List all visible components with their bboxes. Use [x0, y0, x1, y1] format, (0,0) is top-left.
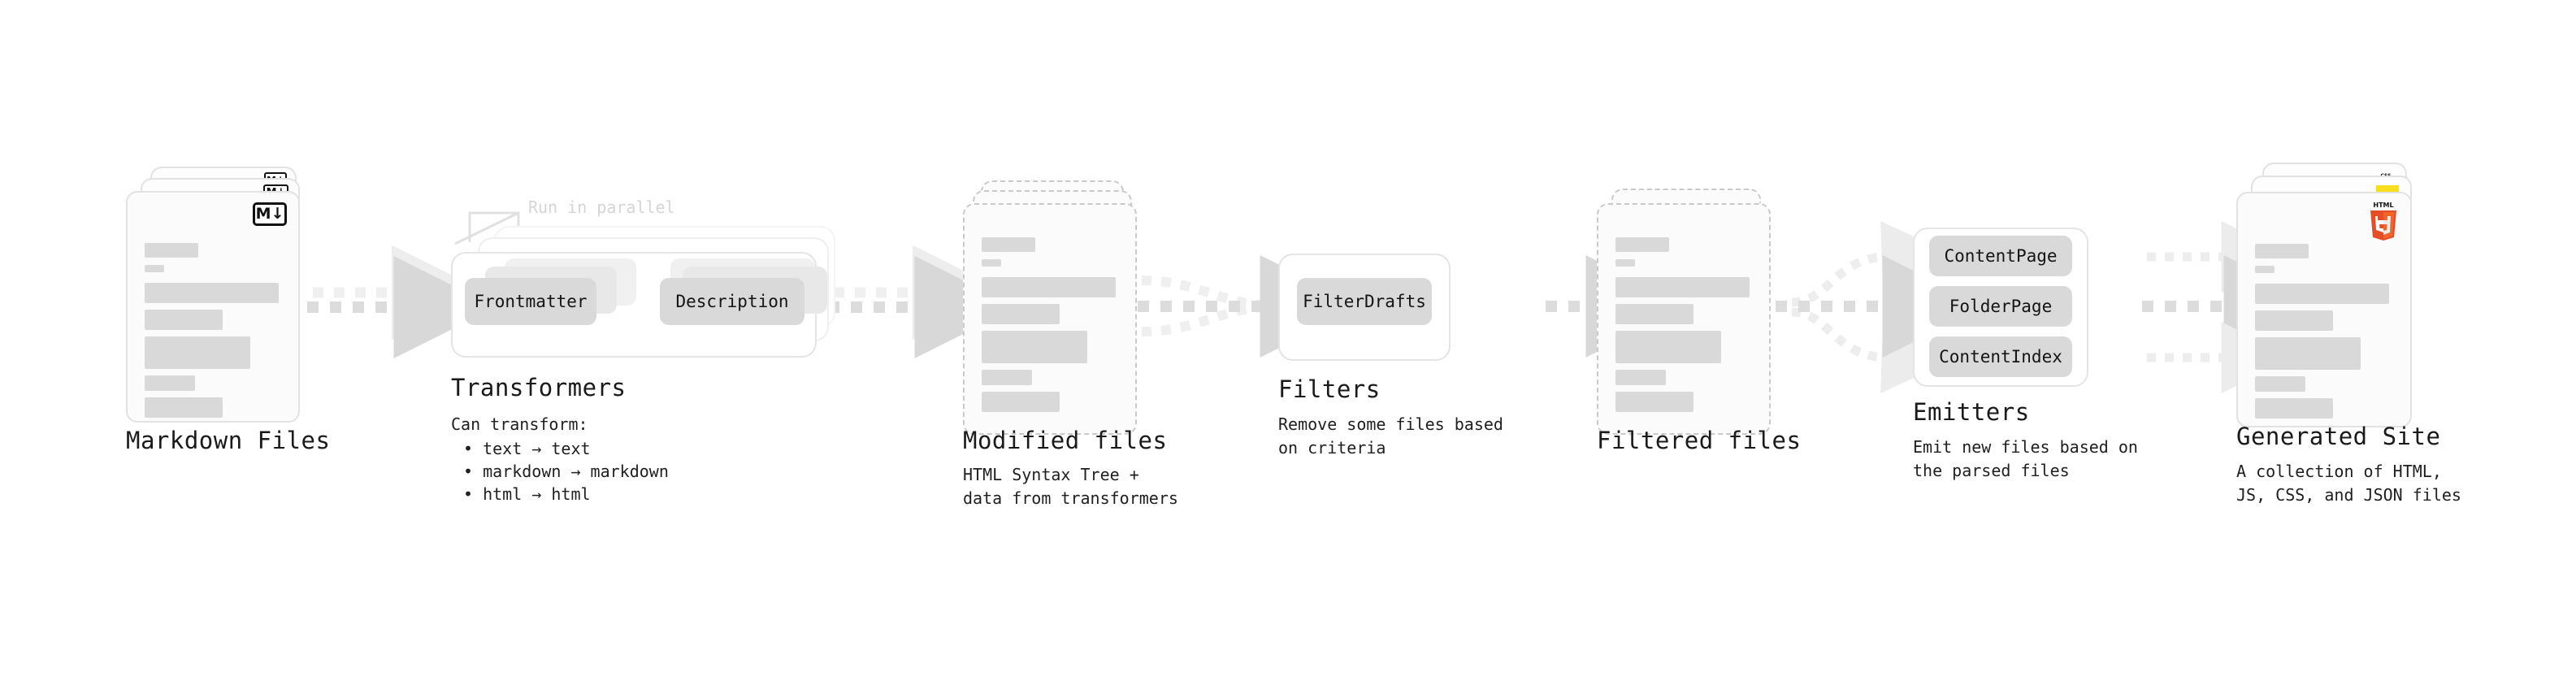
skeleton-bar — [1615, 392, 1693, 412]
skeleton-bar — [145, 243, 198, 258]
transformers-bullet-0: • text → text — [463, 439, 591, 458]
skeleton-bar — [2255, 266, 2275, 273]
label-transformers: Transformers — [451, 374, 627, 401]
skeleton-bar — [982, 331, 1087, 363]
filtered-card-front — [1597, 203, 1771, 435]
description-chip[interactable]: Description — [660, 278, 804, 325]
stage-modified-files — [963, 180, 1142, 440]
markdown-card-front: M↓ — [126, 191, 300, 423]
frontmatter-chip[interactable]: Frontmatter — [465, 278, 596, 325]
contentpage-chip[interactable]: ContentPage — [1929, 236, 2072, 276]
stage-filtered-files — [1597, 189, 1776, 449]
skeleton-bar — [145, 336, 250, 369]
markdown-icon: M↓ — [253, 202, 287, 226]
connector-emitters-to-site — [2142, 221, 2327, 393]
stage-generated-site: CSS HTML — [2236, 163, 2423, 431]
folderpage-chip[interactable]: FolderPage — [1929, 286, 2072, 327]
skeleton-bar — [1615, 259, 1635, 267]
label-emitters: Emitters — [1913, 398, 2030, 426]
transformers-bullet-1: • markdown → markdown — [463, 462, 669, 481]
skeleton-bar — [1615, 331, 1721, 363]
label-filters: Filters — [1278, 375, 1381, 403]
skeleton-bar — [1615, 304, 1693, 324]
markdown-card-stack: M↓ M↓ M↓ — [126, 167, 313, 427]
skeleton-bar — [145, 375, 195, 391]
connector-filtered-to-emitters — [1776, 221, 1985, 393]
stage-markdown-files: M↓ M↓ M↓ — [126, 167, 313, 427]
site-card-front: HTML — [2236, 192, 2412, 427]
markdown-card-skeleton — [128, 193, 298, 421]
modified-card-front — [963, 203, 1137, 435]
skeleton-bar — [982, 237, 1035, 252]
label-markdown-files: Markdown Files — [126, 427, 331, 454]
skeleton-bar — [1615, 370, 1666, 385]
skeleton-bar — [145, 310, 223, 330]
skeleton-bar — [982, 304, 1060, 324]
connector-modified-to-filters — [1138, 255, 1363, 358]
skeleton-bar — [982, 392, 1060, 412]
filtered-card-skeleton — [1598, 205, 1769, 433]
label-modified-files: Modified files — [963, 427, 1168, 454]
html5-icon: HTML — [2365, 200, 2402, 242]
filterdrafts-chip[interactable]: FilterDrafts — [1297, 278, 1432, 325]
skeleton-bar — [2255, 376, 2305, 392]
run-in-parallel-label: Run in parallel — [528, 197, 675, 217]
skeleton-bar — [145, 283, 279, 303]
emitters-subtitle: Emit new files based on the parsed files — [1913, 437, 2138, 480]
label-filtered-files: Filtered files — [1597, 427, 1802, 454]
modified-files-subtitle: HTML Syntax Tree + data from transformer… — [963, 465, 1178, 508]
skeleton-bar — [982, 370, 1032, 385]
transformers-bullet-2: • html → html — [463, 484, 591, 504]
skeleton-bar — [1615, 237, 1669, 252]
site-card-skeleton — [2238, 193, 2410, 426]
skeleton-bar — [2255, 284, 2389, 304]
contentindex-chip[interactable]: ContentIndex — [1929, 336, 2072, 377]
connector-markdown-to-transformers — [307, 245, 497, 358]
skeleton-bar — [2255, 310, 2333, 331]
connector-transformers-to-modified — [828, 245, 1017, 358]
skeleton-bar — [2255, 244, 2309, 258]
skeleton-bar — [982, 259, 1001, 267]
skeleton-bar — [2255, 398, 2333, 419]
transformers-sub-head: Can transform: — [451, 414, 588, 434]
skeleton-bar — [1615, 277, 1750, 297]
label-generated-site: Generated Site — [2236, 423, 2441, 450]
filters-subtitle: Remove some files based on criteria — [1278, 414, 1503, 458]
skeleton-bar — [145, 397, 223, 418]
skeleton-bar — [145, 265, 164, 272]
skeleton-bar — [982, 277, 1116, 297]
svg-text:HTML: HTML — [2373, 202, 2393, 209]
generated-site-subtitle: A collection of HTML, JS, CSS, and JSON … — [2236, 462, 2461, 505]
modified-card-skeleton — [965, 205, 1135, 433]
skeleton-bar — [2255, 337, 2361, 370]
